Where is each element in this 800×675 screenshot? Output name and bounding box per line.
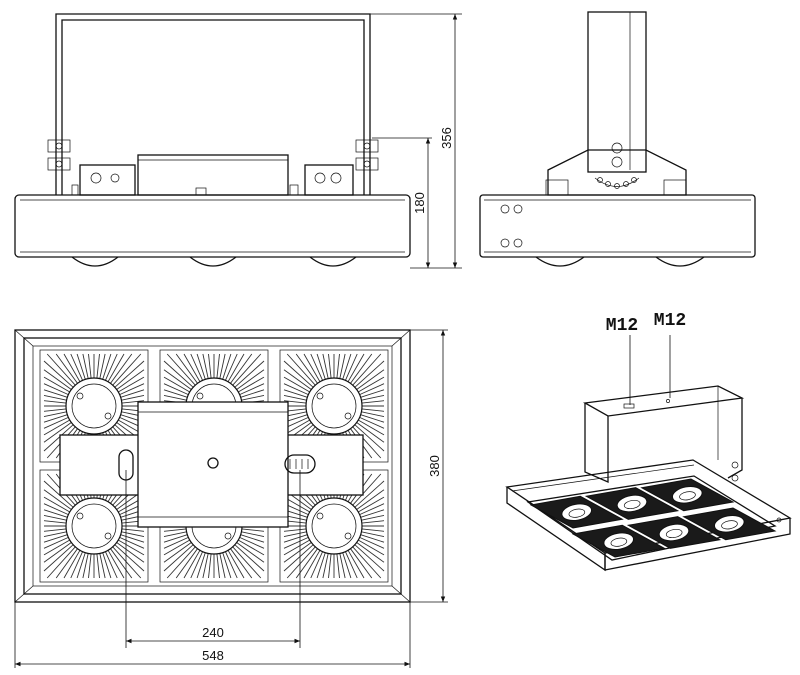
screw-icon bbox=[344, 532, 352, 540]
callout-m12-right: M12 bbox=[654, 311, 686, 331]
led-lens bbox=[640, 478, 735, 512]
screw-icon bbox=[316, 392, 324, 400]
dim-overall-width: 548 bbox=[202, 648, 224, 663]
led-lens bbox=[682, 507, 777, 541]
dim-mount-spacing: 240 bbox=[202, 625, 224, 640]
screw-icon bbox=[104, 532, 112, 540]
screw-icon bbox=[224, 532, 232, 540]
callout-m12-left: M12 bbox=[606, 316, 638, 336]
isometric-view: M12 M12 bbox=[505, 311, 792, 572]
dim-overall-height: 356 bbox=[439, 127, 454, 149]
dim-depth: 380 bbox=[427, 455, 442, 477]
dim-body-height: 180 bbox=[412, 192, 427, 214]
screw-icon bbox=[76, 512, 84, 520]
led-lens bbox=[626, 516, 722, 549]
screw-icon bbox=[196, 392, 204, 400]
top-view: 380 240 548 bbox=[14, 329, 448, 668]
screw-icon bbox=[104, 412, 112, 420]
side-view bbox=[479, 11, 756, 267]
led-lens bbox=[571, 524, 666, 558]
heatsink-cell bbox=[279, 469, 389, 583]
screw-icon bbox=[344, 412, 352, 420]
led-lens bbox=[529, 495, 624, 529]
screw-icon bbox=[76, 392, 84, 400]
front-view: 356 180 bbox=[14, 13, 462, 269]
screw-icon bbox=[316, 512, 324, 520]
led-lens bbox=[584, 487, 680, 520]
